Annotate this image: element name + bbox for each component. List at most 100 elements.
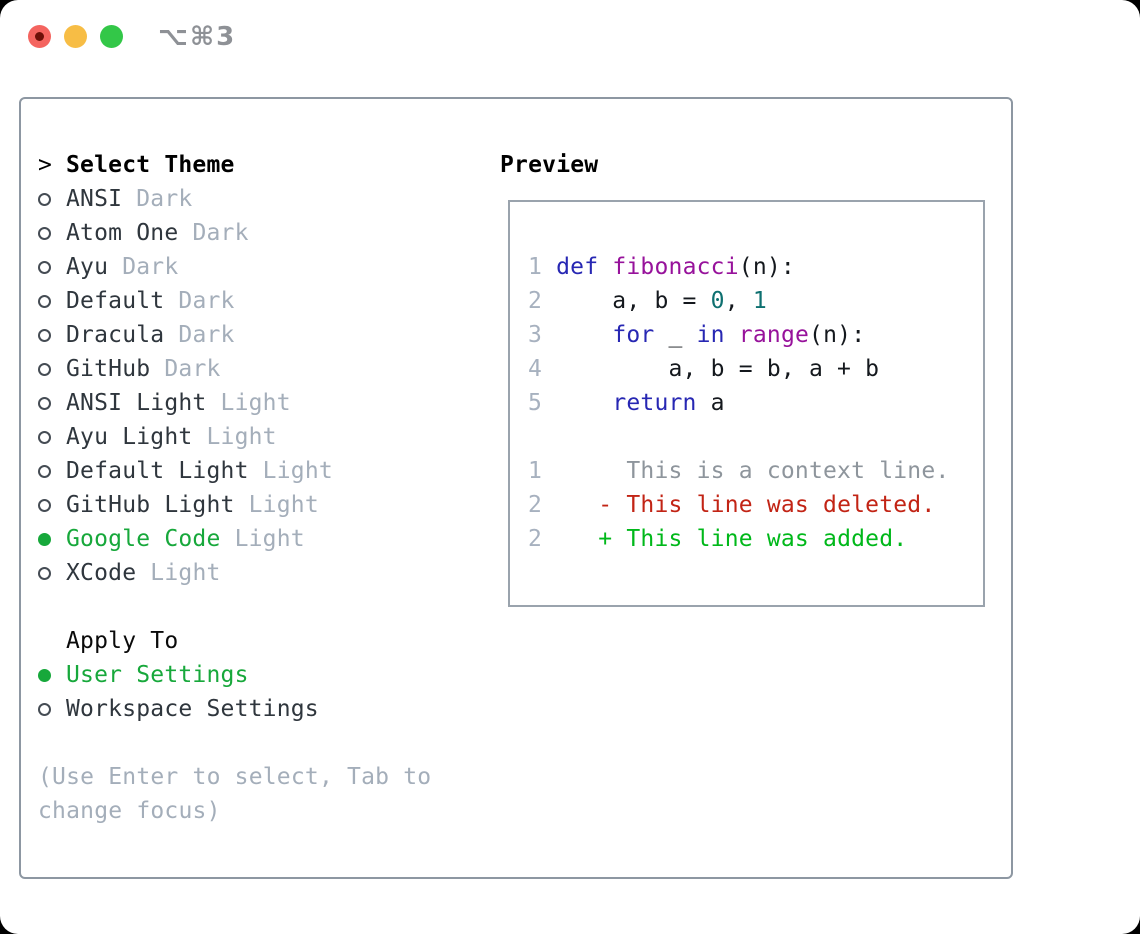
radio-circle (38, 295, 51, 308)
code-token: def (556, 254, 599, 280)
prompt-cursor-icon: > (38, 152, 53, 178)
radio-selected-icon (38, 658, 66, 692)
code-token: 1 (528, 458, 557, 484)
code-token: a, b = (556, 288, 711, 314)
theme-option-ayu-light-light[interactable]: Ayu Light Light (38, 420, 431, 454)
radio-icon (38, 284, 66, 318)
code-token: + This line was added. (598, 526, 908, 552)
radio-icon (38, 556, 66, 590)
code-token: 4 (528, 356, 557, 382)
radio-icon (38, 692, 66, 726)
theme-option-default-dark[interactable]: Default Dark (38, 284, 431, 318)
zoom-button[interactable] (100, 25, 123, 48)
theme-option-github-light-light[interactable]: GitHub Light Light (38, 488, 431, 522)
theme-variant-label: Dark (178, 220, 249, 246)
theme-option-default-light-light[interactable]: Default Light Light (38, 454, 431, 488)
titlebar: ⌥⌘3 (0, 0, 1140, 74)
radio-icon (38, 386, 66, 420)
radio-circle (38, 465, 51, 478)
radio-circle (38, 703, 51, 716)
apply-to-title: Apply To (66, 628, 179, 654)
blank-line (528, 420, 983, 454)
theme-variant-label: Dark (108, 254, 179, 280)
theme-option-label: Dracula (66, 322, 165, 348)
code-token (556, 492, 598, 518)
theme-option-label: Google Code (66, 526, 221, 552)
code-token: return (612, 390, 697, 416)
theme-option-google-code-light[interactable]: Google Code Light (38, 522, 431, 556)
spacer (38, 726, 431, 760)
code-token: in (696, 322, 725, 348)
theme-option-dracula-dark[interactable]: Dracula Dark (38, 318, 431, 352)
code-token: , (724, 288, 753, 314)
code-token (725, 322, 739, 348)
theme-variant-label: Dark (122, 186, 193, 212)
diff-context-line: 1 This is a context line. (528, 454, 983, 488)
code-token (556, 322, 612, 348)
code-token: (n): (738, 254, 795, 280)
theme-option-label: Default (66, 288, 165, 314)
theme-option-ansi-light-light[interactable]: ANSI Light Light (38, 386, 431, 420)
apply-option-label: User Settings (66, 662, 249, 688)
code-token: 2 (528, 492, 557, 518)
theme-option-label: ANSI Light (66, 390, 207, 416)
theme-variant-label: Light (234, 492, 319, 518)
apply-option-workspace-settings[interactable]: Workspace Settings (38, 692, 431, 726)
theme-variant-label: Light (248, 458, 333, 484)
code-token (556, 390, 612, 416)
theme-option-label: Ayu (66, 254, 109, 280)
code-token: a (696, 390, 725, 416)
radio-icon (38, 488, 66, 522)
theme-variant-label: Dark (164, 288, 235, 314)
code-token: 1 (528, 254, 557, 280)
code-line: 5 return a (528, 386, 983, 420)
radio-circle (38, 261, 51, 274)
apply-option-user-settings[interactable]: User Settings (38, 658, 431, 692)
code-line: 2 a, b = 0, 1 (528, 284, 983, 318)
radio-circle (38, 227, 51, 240)
select-theme-title: Select Theme (66, 152, 235, 178)
theme-variant-label: Dark (150, 356, 221, 382)
theme-variant-label: Light (192, 424, 277, 450)
code-token: 1 (752, 288, 767, 314)
code-token: 5 (528, 390, 557, 416)
theme-variant-label: Light (206, 390, 291, 416)
radio-circle (38, 363, 51, 376)
diff-deleted-line: 2 - This line was deleted. (528, 488, 983, 522)
code-line: 1 def fibonacci(n): (528, 250, 983, 284)
code-token: a, b = b, a + b (556, 356, 880, 382)
code-token: _ (654, 322, 697, 348)
select-theme-header: > Select Theme (38, 148, 431, 182)
radio-circle (38, 567, 51, 580)
theme-variant-label: Dark (164, 322, 235, 348)
theme-option-xcode-light[interactable]: XCode Light (38, 556, 431, 590)
preview-title: Preview (500, 152, 599, 178)
radio-circle (38, 397, 51, 410)
code-token: 3 (528, 322, 557, 348)
theme-option-label: GitHub Light (66, 492, 235, 518)
theme-option-label: GitHub (66, 356, 151, 382)
minimize-button[interactable] (64, 25, 87, 48)
theme-option-ansi-dark[interactable]: ANSI Dark (38, 182, 431, 216)
code-line: 3 for _ in range(n): (528, 318, 983, 352)
apply-option-label: Workspace Settings (66, 696, 319, 722)
radio-icon (38, 420, 66, 454)
theme-option-ayu-dark[interactable]: Ayu Dark (38, 250, 431, 284)
theme-option-label: XCode (66, 560, 137, 586)
theme-option-github-dark[interactable]: GitHub Dark (38, 352, 431, 386)
radio-icon (38, 182, 66, 216)
preview-column: Preview 1 def fibonacci(n):2 a, b = 0, 1… (500, 148, 985, 607)
theme-option-label: Default Light (66, 458, 249, 484)
radio-icon (38, 216, 66, 250)
theme-option-atom-one-dark[interactable]: Atom One Dark (38, 216, 431, 250)
radio-icon (38, 318, 66, 352)
close-button[interactable] (28, 25, 51, 48)
radio-icon (38, 352, 66, 386)
radio-circle (38, 431, 51, 444)
radio-circle (38, 669, 51, 682)
